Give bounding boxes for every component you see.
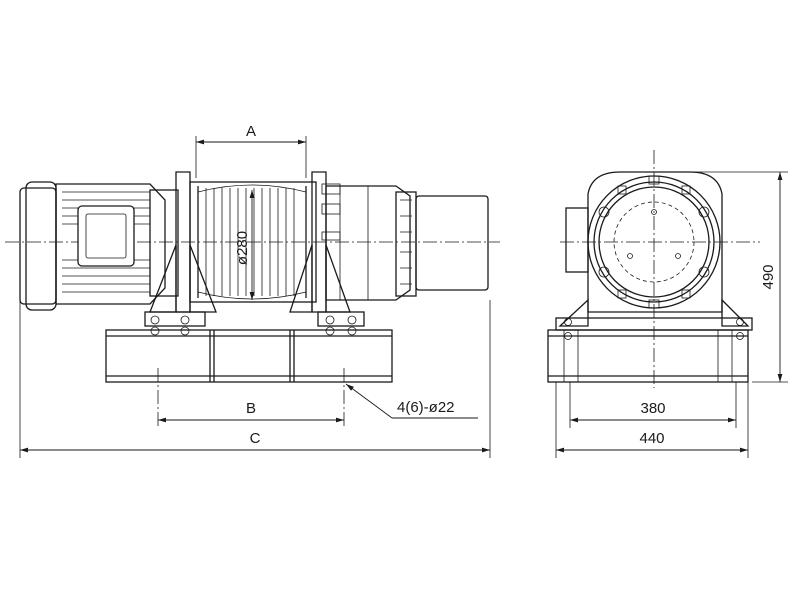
dimension-380-label: 380: [640, 400, 665, 417]
brake-housing: [415, 195, 489, 291]
right-support: [289, 171, 365, 336]
dimension-440-label: 440: [639, 430, 664, 447]
motor: [19, 181, 179, 311]
drum-diameter-dimension: ø280: [234, 190, 255, 300]
dimension-c: C: [19, 300, 491, 458]
dimension-b: B: [158, 400, 344, 423]
dimension-a: A: [195, 123, 307, 178]
dimension-a-label: A: [246, 123, 256, 140]
gearbox: [325, 185, 489, 301]
dimension-c-label: C: [250, 430, 261, 447]
dimension-b-label: B: [246, 400, 256, 417]
end-motor-stub: [565, 207, 589, 273]
dimension-490: 490: [690, 171, 788, 383]
end-view: 380 440 490: [547, 150, 788, 458]
side-base-frame: [105, 329, 393, 428]
dimension-440: 440: [555, 382, 749, 458]
left-support: [144, 171, 217, 336]
hole-callout: 4(6)-ø22: [345, 383, 478, 419]
drum-diameter-label: ø280: [234, 231, 251, 265]
end-drum-inner: [598, 186, 710, 298]
hole-callout-label: 4(6)-ø22: [397, 399, 455, 416]
side-view: ø280: [5, 123, 500, 458]
dimension-490-label: 490: [760, 264, 777, 289]
drum: [189, 181, 317, 303]
dimension-380: 380: [569, 382, 737, 428]
end-base-frame: [547, 317, 753, 383]
terminal-box: [77, 205, 135, 267]
